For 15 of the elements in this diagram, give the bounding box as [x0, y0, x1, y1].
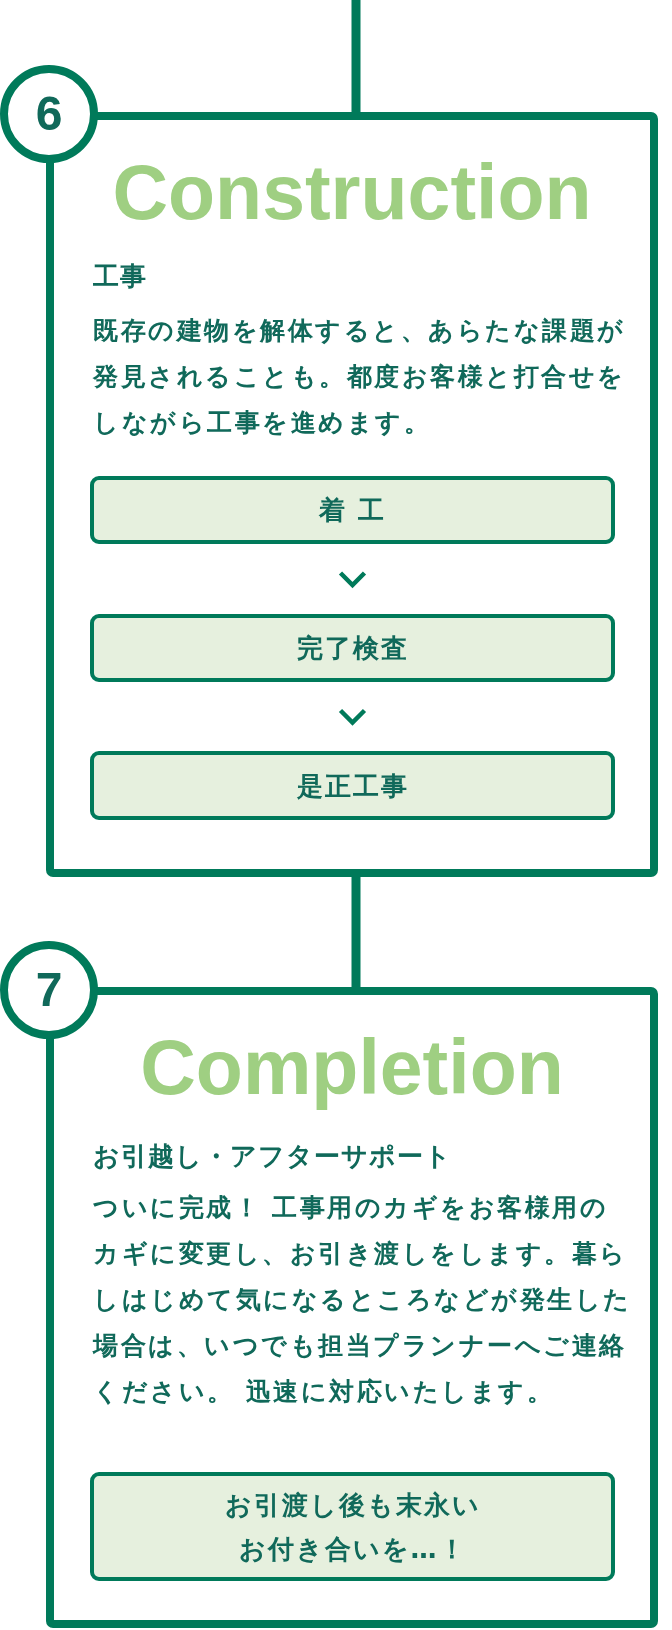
process-step: 着 工	[90, 476, 615, 544]
step-subtitle: お引越し・アフターサポート	[93, 1140, 452, 1173]
message-panel: お引渡し後も末永いお付き合いを…！	[90, 1472, 615, 1581]
connector-line	[351, 877, 361, 987]
step-title: Construction	[112, 154, 592, 231]
step-subtitle: 工事	[93, 260, 147, 293]
process-step: 是正工事	[90, 751, 615, 820]
step-description: 既存の建物を解体すると、あらたな課題が発見されることも。都度お客様と打合せをしながら工事を進めます。	[93, 315, 627, 439]
chevron-arrow	[338, 571, 367, 589]
step-number: 7	[0, 941, 98, 1039]
step-number: 6	[0, 65, 98, 163]
connector-line	[351, 0, 361, 112]
process-step: 完了検査	[90, 614, 615, 682]
step-description: ついに完成！ 工事用のカギをお客様用のカギに変更し、お引き渡しをします。暮らしはじめて気になるところなどが発生した場合は、いつでも担当プランナーへご連絡ください。 迅速に対応いたします。	[93, 1192, 633, 1408]
chevron-arrow	[338, 708, 367, 726]
